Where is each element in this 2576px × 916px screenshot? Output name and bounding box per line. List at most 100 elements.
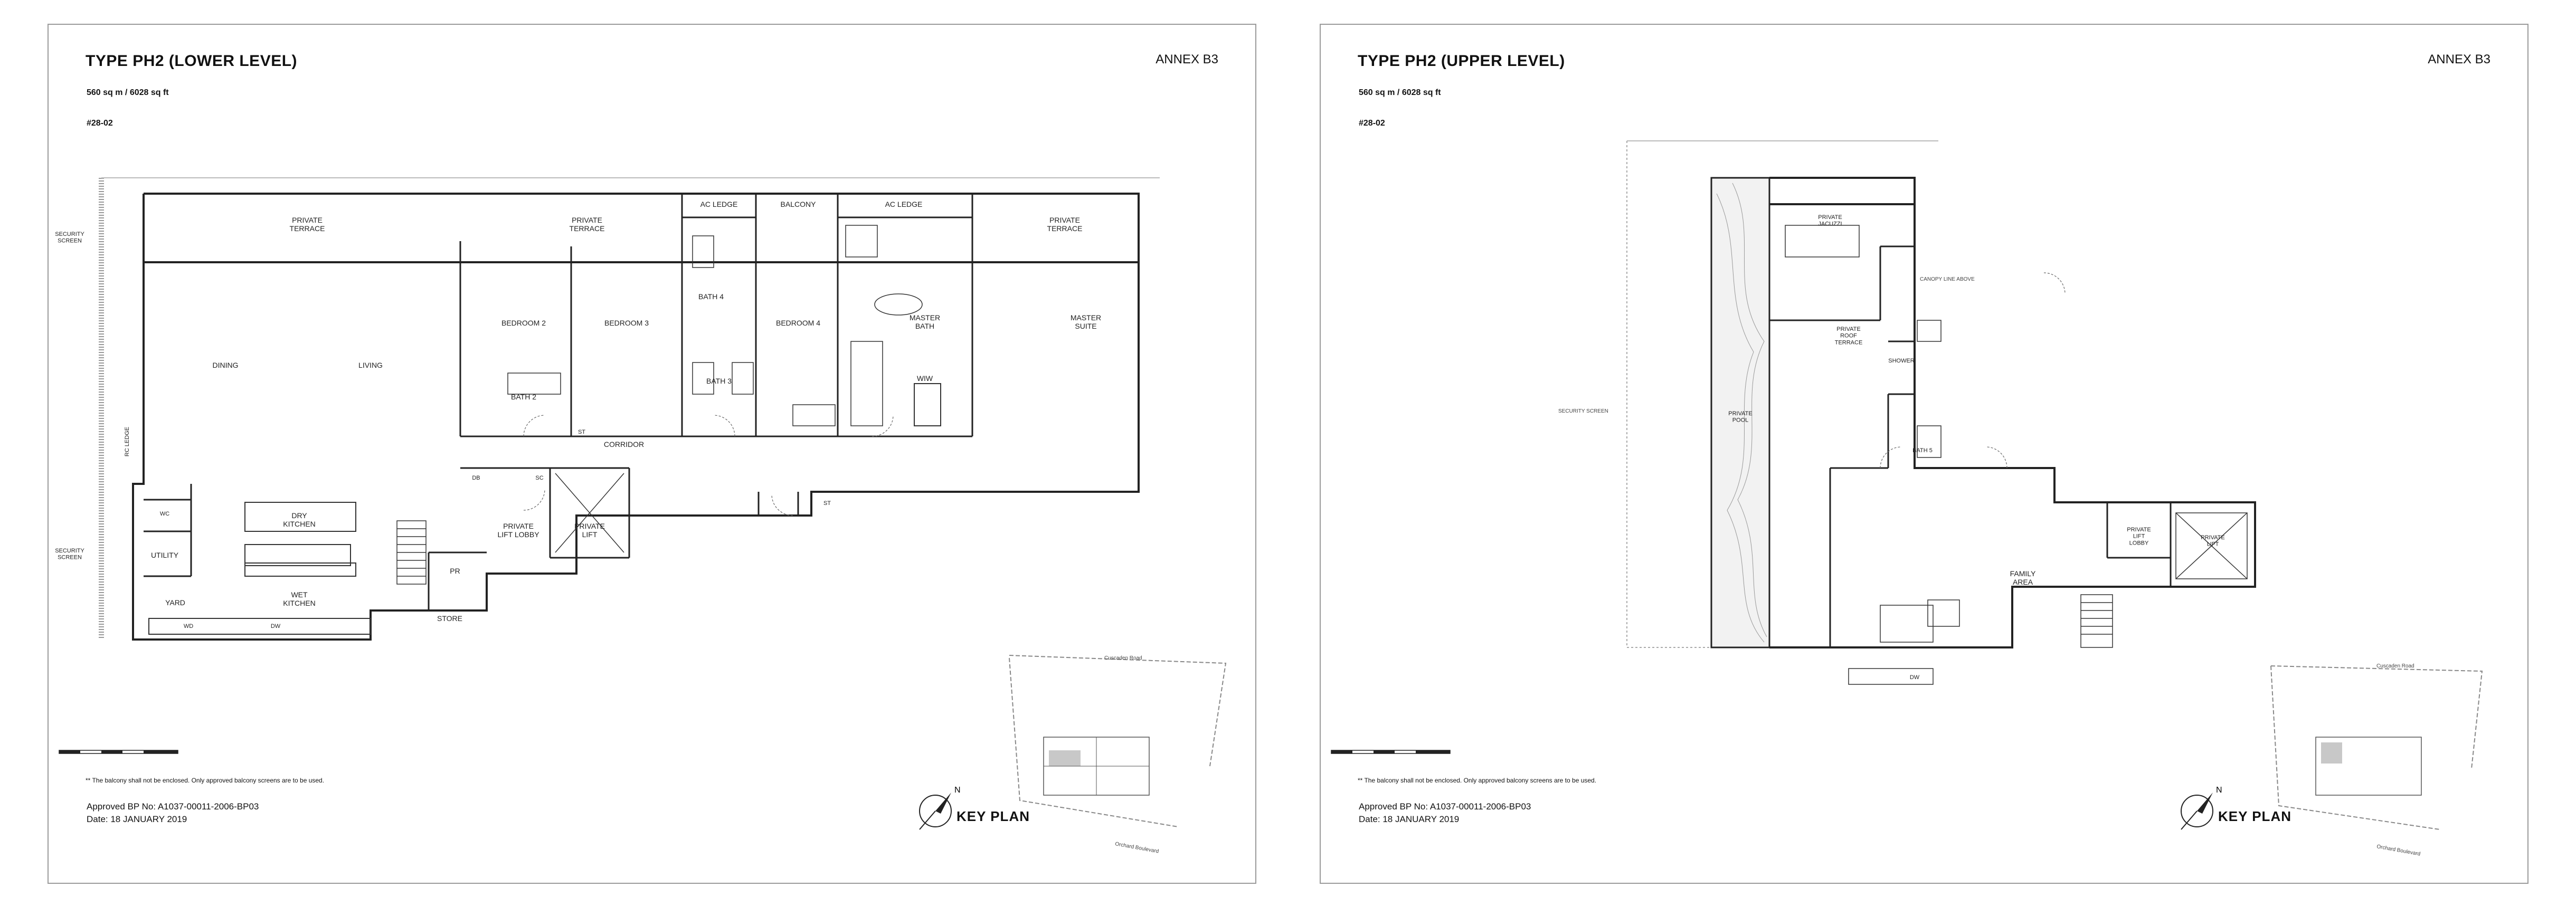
area-label: 560 sq m / 6028 sq ft — [1359, 88, 1441, 97]
label-rc-ledge: RC LEDGE — [124, 427, 130, 456]
label-db: DB — [472, 475, 480, 481]
label-bath-5: BATH 5 — [1912, 447, 1933, 454]
label-bath-3: BATH 3 — [706, 377, 732, 385]
label-wd: WD — [184, 623, 193, 629]
label-utility: UTILITY — [151, 551, 179, 559]
north-arrow-icon: N — [919, 786, 961, 830]
annex-label: ANNEX B3 — [1156, 52, 1218, 66]
key-plan-highlight — [2321, 742, 2342, 764]
svg-text:N: N — [954, 786, 961, 795]
approval-date: Date: 18 JANUARY 2019 — [1359, 814, 1460, 824]
balcony-note: ** The balcony shall not be enclosed. On… — [86, 777, 325, 784]
approval-block: Approved BP No: A1037-00011-2006-BP03 Da… — [87, 800, 259, 826]
staircase — [396, 520, 427, 585]
label-living: LIVING — [358, 361, 383, 369]
bath-fixtures — [507, 225, 923, 426]
ledge-outline — [1626, 141, 1917, 648]
label-canopy-line: CANOPY LINE ABOVE — [1920, 276, 1975, 282]
road-label-cuscaden: Cuscaden Road — [2376, 663, 2414, 669]
approval-bp-number: Approved BP No: A1037-00011-2006-BP03 — [1359, 802, 1531, 812]
label-ac-ledge-1: AC LEDGE — [700, 200, 738, 208]
label-bedroom-3: BEDROOM 3 — [604, 319, 649, 327]
road-label-cuscaden: Cuscaden Road — [1104, 655, 1142, 661]
staircase — [2080, 594, 2113, 648]
key-plan-label: KEY PLAN — [2218, 808, 2291, 824]
approval-date: Date: 18 JANUARY 2019 — [87, 814, 187, 824]
pool-hatch — [1716, 183, 1767, 643]
family-furniture — [1848, 599, 1960, 685]
svg-text:N: N — [2216, 786, 2222, 795]
kitchen-counters — [148, 383, 941, 635]
label-balcony: BALCONY — [781, 200, 817, 208]
label-security-screen: SECURITY SCREEN — [1558, 408, 1608, 414]
key-plan-label: KEY PLAN — [956, 808, 1030, 824]
label-bath-4: BATH 4 — [698, 292, 724, 301]
label-wc: WC — [160, 511, 169, 517]
door-swings — [1880, 272, 2066, 469]
interior-walls — [144, 194, 973, 610]
label-pr: PR — [450, 567, 460, 575]
north-arrow-icon: N — [2181, 786, 2222, 830]
label-dw: DW — [1910, 674, 1920, 681]
road-label-orchard: Orchard Boulevard — [1114, 841, 1159, 854]
plan-title: TYPE PH2 (LOWER LEVEL) — [86, 52, 298, 70]
scale-bar — [59, 750, 178, 754]
balcony-note: ** The balcony shall not be enclosed. On… — [1358, 777, 1597, 784]
label-bath-2: BATH 2 — [511, 393, 536, 401]
label-st-1: ST — [578, 429, 585, 435]
label-bedroom-4: BEDROOM 4 — [776, 319, 820, 327]
key-plan-block — [2315, 737, 2422, 796]
label-yard: YARD — [165, 598, 185, 607]
pool-shaded — [1710, 177, 1770, 648]
label-wiw: WIW — [917, 374, 933, 383]
label-sc: SC — [535, 475, 543, 481]
sheet-lower-level: TYPE PH2 (LOWER LEVEL) ANNEX B3 560 sq m… — [48, 24, 1256, 884]
key-plan-map: Cuscaden Road Orchard Boulevard — [1009, 655, 1227, 855]
area-label: 560 sq m / 6028 sq ft — [87, 88, 169, 97]
jacuzzi-tub — [1785, 225, 1860, 257]
label-shower: SHOWER — [1888, 358, 1915, 364]
sheet-upper-level: TYPE PH2 (UPPER LEVEL) ANNEX B3 560 sq m… — [1320, 24, 2528, 884]
label-ac-ledge-2: AC LEDGE — [885, 200, 923, 208]
bath-5-fixtures — [1917, 320, 1942, 458]
door-swings — [523, 415, 894, 516]
label-dw: DW — [271, 623, 281, 629]
label-dining: DINING — [213, 361, 239, 369]
key-plan-map: Cuscaden Road Orchard Boulevard — [2270, 663, 2483, 857]
annex-label: ANNEX B3 — [2428, 52, 2490, 66]
private-lift-shaft — [555, 473, 624, 553]
label-st-2: ST — [823, 500, 831, 507]
unit-number: #28-02 — [1359, 119, 1385, 128]
outer-walls — [1769, 177, 2256, 648]
label-corridor: CORRIDOR — [604, 440, 644, 449]
interior-walls — [1769, 245, 2172, 647]
private-lift-shaft — [2175, 512, 2248, 579]
road-label-orchard: Orchard Boulevard — [2376, 844, 2421, 857]
unit-number: #28-02 — [87, 119, 113, 128]
key-plan-highlight — [1049, 750, 1081, 766]
label-store: STORE — [437, 614, 462, 623]
plan-title: TYPE PH2 (UPPER LEVEL) — [1358, 52, 1565, 70]
approval-bp-number: Approved BP No: A1037-00011-2006-BP03 — [87, 802, 259, 812]
label-bedroom-2: BEDROOM 2 — [501, 319, 546, 327]
approval-block: Approved BP No: A1037-00011-2006-BP03 Da… — [1359, 800, 1531, 826]
outer-walls — [132, 193, 1140, 641]
